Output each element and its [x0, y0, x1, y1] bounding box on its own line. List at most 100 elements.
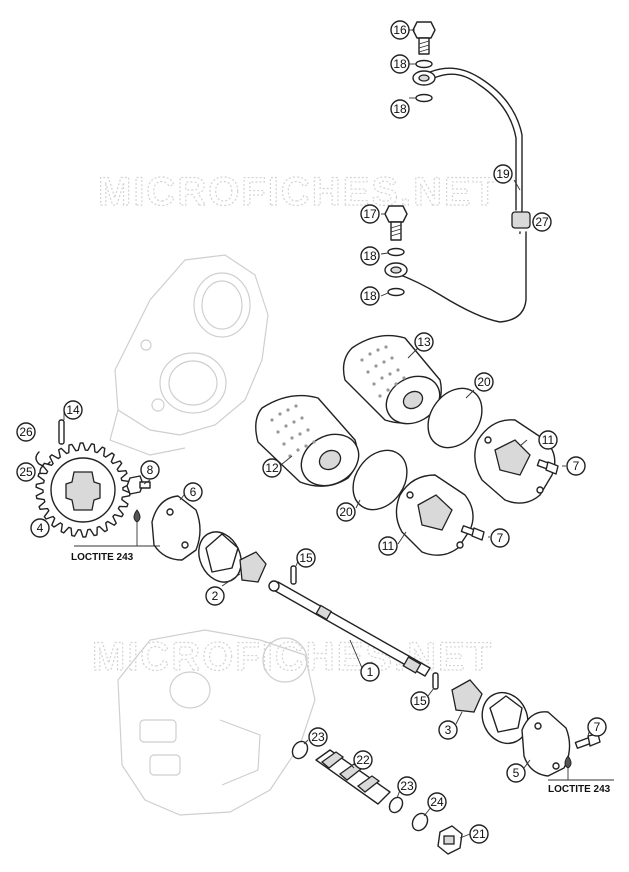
callout-3: 3 — [438, 720, 458, 740]
svg-text:11: 11 — [382, 539, 395, 553]
leader-lines — [63, 29, 614, 839]
callout-21: 21 — [469, 824, 489, 844]
callout-18-b: 18 — [390, 99, 410, 119]
svg-text:4: 4 — [37, 521, 44, 535]
svg-text:26: 26 — [19, 425, 33, 439]
pin-15-lower — [432, 672, 439, 690]
callout-7-bottom: 7 — [587, 717, 607, 737]
pin-14 — [58, 419, 65, 445]
callout-14: 14 — [63, 400, 83, 420]
strainer-22 — [315, 749, 391, 805]
svg-text:5: 5 — [513, 766, 520, 780]
oil-line-lower — [394, 231, 527, 323]
callout-22: 22 — [353, 750, 373, 770]
pin-15-upper — [290, 565, 297, 585]
svg-text:23: 23 — [400, 779, 414, 793]
rotor-3-inner — [451, 679, 483, 713]
watermark-bottom: MICROFICHES.NET — [92, 635, 493, 679]
o-ring-23-b — [388, 796, 404, 814]
callout-19: 19 — [493, 164, 513, 184]
callout-8: 8 — [140, 460, 160, 480]
svg-text:2: 2 — [212, 589, 219, 603]
callout-6: 6 — [183, 482, 203, 502]
plate-5 — [521, 711, 571, 777]
svg-text:3: 3 — [445, 723, 452, 737]
callout-7-lower: 7 — [490, 528, 510, 548]
o-ring-20-upper — [427, 387, 483, 449]
svg-text:17: 17 — [363, 207, 377, 221]
svg-text:11: 11 — [542, 433, 555, 447]
svg-text:16: 16 — [393, 23, 407, 37]
callout-1: 1 — [360, 662, 380, 682]
shaft-1 — [268, 580, 431, 677]
watermark-top: MICROFICHES.NET — [98, 170, 499, 214]
svg-text:15: 15 — [299, 551, 313, 565]
oil-filter-12 — [255, 394, 360, 487]
oil-filter-13 — [342, 334, 442, 425]
washer-18-a — [415, 59, 433, 69]
plug-21 — [437, 825, 463, 855]
bolt-8 — [126, 475, 151, 495]
svg-text:6: 6 — [190, 485, 197, 499]
callout-7-upper: 7 — [566, 456, 586, 476]
callout-13: 13 — [414, 332, 434, 352]
callout-18-a: 18 — [390, 54, 410, 74]
o-ring-23-a — [291, 740, 309, 760]
svg-text:12: 12 — [265, 461, 279, 475]
banjo-fitting-top — [412, 70, 436, 86]
svg-text:8: 8 — [147, 463, 154, 477]
rotor-3-outer — [481, 691, 529, 745]
callout-15-lower: 15 — [410, 691, 430, 711]
callout-23-a: 23 — [308, 727, 328, 747]
svg-text:24: 24 — [430, 795, 444, 809]
callout-18-d: 18 — [360, 286, 380, 306]
callout-15-upper: 15 — [296, 548, 316, 568]
circlip-26 — [35, 451, 51, 467]
washer-24 — [411, 812, 429, 832]
callout-26: 26 — [16, 422, 36, 442]
callout-2: 2 — [205, 586, 225, 606]
loctite-drop-left — [133, 509, 141, 523]
svg-text:20: 20 — [339, 505, 353, 519]
screw-7-lower — [460, 525, 485, 541]
rotor-2-outer — [198, 531, 242, 583]
callout-20-lower: 20 — [336, 502, 356, 522]
washer-18-c — [387, 247, 405, 257]
callout-27: 27 — [532, 212, 552, 232]
callout-11-lower: 11 — [378, 536, 398, 556]
filter-cover-11-lower — [395, 474, 474, 556]
callout-23-b: 23 — [397, 776, 417, 796]
svg-text:22: 22 — [356, 753, 370, 767]
callout-18-c: 18 — [360, 246, 380, 266]
rotor-2-inner — [239, 551, 267, 583]
filter-cover-11-upper — [474, 419, 556, 504]
callout-16: 16 — [390, 20, 410, 40]
callout-24: 24 — [427, 792, 447, 812]
callout-11-upper: 11 — [538, 430, 558, 450]
loctite-note-left: LOCTITE 243 — [71, 552, 134, 563]
svg-text:20: 20 — [477, 375, 491, 389]
washer-18-d — [387, 287, 405, 297]
svg-text:18: 18 — [393, 102, 407, 116]
banjo-fitting-lower — [384, 262, 408, 278]
banjo-bolt-16 — [412, 21, 436, 55]
callout-20-upper: 20 — [474, 372, 494, 392]
svg-text:19: 19 — [496, 167, 510, 181]
svg-text:1: 1 — [367, 665, 374, 679]
svg-text:13: 13 — [417, 335, 431, 349]
svg-text:7: 7 — [573, 459, 580, 473]
washer-18-b — [415, 93, 433, 103]
callout-12: 12 — [262, 458, 282, 478]
svg-text:7: 7 — [497, 531, 504, 545]
gear-4 — [35, 442, 131, 538]
line-clamp-27 — [511, 211, 531, 229]
screw-7-upper — [536, 459, 559, 475]
callout-25: 25 — [16, 462, 36, 482]
svg-text:18: 18 — [363, 249, 377, 263]
banjo-bolt-17 — [384, 205, 408, 241]
svg-text:23: 23 — [311, 730, 325, 744]
svg-text:7: 7 — [594, 720, 601, 734]
svg-text:18: 18 — [363, 289, 377, 303]
engine-case-upper-ghost — [109, 254, 269, 456]
